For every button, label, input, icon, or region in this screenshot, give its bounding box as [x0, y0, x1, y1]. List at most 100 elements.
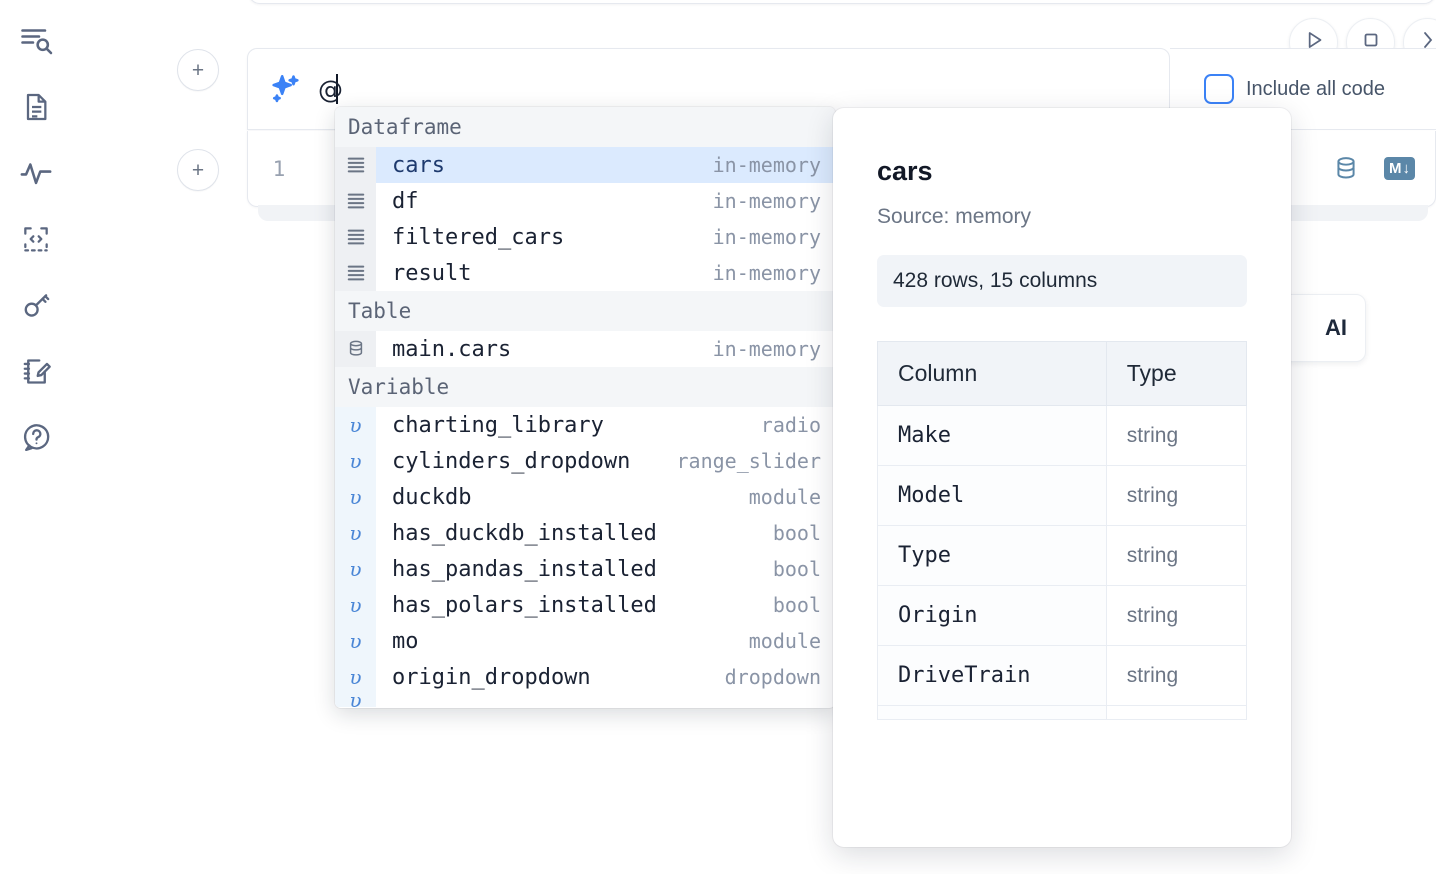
include-all-code-checkbox[interactable]	[1204, 74, 1234, 104]
autocomplete-item-name: mo	[392, 628, 419, 654]
schema-column-type: string	[1105, 465, 1248, 526]
schema-column-type: string	[1105, 585, 1248, 646]
autocomplete-item-name: cylinders_dropdown	[392, 448, 631, 474]
dataframe-icon	[335, 255, 376, 291]
autocomplete-item-type: bool	[772, 521, 821, 545]
document-icon	[20, 91, 52, 123]
schema-column-type: string	[1105, 525, 1248, 586]
sparkle-icon	[268, 72, 302, 106]
autocomplete-item-name: has_duckdb_installed	[392, 520, 657, 546]
autocomplete-item-type: range_slider	[676, 449, 822, 473]
schema-column-name: Make	[877, 405, 1107, 466]
more-icon	[1416, 28, 1436, 57]
autocomplete-item-type: in-memory	[712, 153, 821, 177]
variable-icon: υ	[335, 587, 376, 623]
autocomplete-item-type: module	[748, 485, 821, 509]
autocomplete-item[interactable]: υ cylinders_dropdown range_slider	[335, 443, 835, 479]
autocomplete-item-name: filtered_cars	[392, 224, 565, 250]
sidebar-item-code-snippet[interactable]	[13, 216, 59, 262]
autocomplete-item-type: bool	[772, 557, 821, 581]
schema-column-name: Model	[877, 465, 1107, 526]
include-all-code-label: Include all code	[1246, 77, 1385, 100]
autocomplete-section-header: Dataframe	[335, 107, 835, 147]
plus-icon: +	[191, 158, 205, 182]
add-cell-below-button[interactable]: +	[177, 149, 219, 191]
variable-icon: υ	[335, 479, 376, 515]
autocomplete-item-type: in-memory	[712, 225, 821, 249]
database-icon[interactable]	[1332, 155, 1360, 183]
schema-column-name: Type	[877, 525, 1107, 586]
autocomplete-item-type: in-memory	[712, 189, 821, 213]
autocomplete-item[interactable]: filtered_cars in-memory	[335, 219, 835, 255]
variable-icon: υ	[335, 695, 376, 707]
left-sidebar-rail	[0, 0, 72, 874]
schema-column-name: Origin	[877, 585, 1107, 646]
sidebar-item-activity[interactable]	[13, 150, 59, 196]
autocomplete-item-name: duckdb	[392, 484, 472, 510]
variable-icon: υ	[335, 407, 376, 443]
column-header-column: Column	[877, 341, 1107, 406]
code-cell-tools: M↓	[1332, 155, 1415, 183]
variable-icon: υ	[335, 443, 376, 479]
autocomplete-item-type: radio	[760, 413, 821, 437]
sidebar-item-explore-outline[interactable]	[13, 18, 59, 64]
autocomplete-item[interactable]: υ has_duckdb_installed bool	[335, 515, 835, 551]
completion-documentation-panel: cars Source: memory 428 rows, 15 columns…	[833, 108, 1291, 847]
autocomplete-item-type: bool	[772, 593, 821, 617]
variable-icon: υ	[335, 659, 376, 695]
autocomplete-item[interactable]: main.cars in-memory	[335, 331, 835, 367]
schema-column-type: string	[1105, 405, 1248, 466]
table-icon	[335, 331, 376, 367]
markdown-icon[interactable]: M↓	[1384, 157, 1415, 180]
autocomplete-item-name: charting_library	[392, 412, 604, 438]
text-caret	[336, 74, 339, 104]
run-icon	[1301, 27, 1327, 58]
autocomplete-item-partial[interactable]: υ	[335, 695, 835, 707]
stop-icon	[1359, 28, 1383, 57]
scratchpad-edit-icon	[20, 355, 53, 388]
table-row-partial	[877, 705, 1248, 720]
autocomplete-item-name: main.cars	[392, 336, 512, 362]
autocomplete-item[interactable]: result in-memory	[335, 255, 835, 291]
key-icon	[20, 289, 53, 322]
autocomplete-item[interactable]: υ charting_library radio	[335, 407, 835, 443]
autocomplete-item-type: in-memory	[712, 261, 821, 285]
autocomplete-item-name: result	[392, 260, 472, 286]
variable-icon: υ	[335, 515, 376, 551]
sidebar-item-help[interactable]	[13, 414, 59, 460]
ai-prompt-value: @	[318, 74, 344, 104]
autocomplete-section-header: Table	[335, 291, 835, 331]
add-cell-above-button[interactable]: +	[177, 49, 219, 91]
ai-prompt-input[interactable]: @	[302, 49, 1169, 129]
dataframe-icon	[335, 147, 376, 183]
dataframe-icon	[335, 183, 376, 219]
code-snippet-icon	[20, 223, 52, 255]
dataframe-icon	[335, 219, 376, 255]
autocomplete-item-type: module	[748, 629, 821, 653]
activity-icon	[19, 156, 53, 190]
sidebar-item-scratchpad[interactable]	[13, 348, 59, 394]
sidebar-item-document[interactable]	[13, 84, 59, 130]
autocomplete-section-header: Variable	[335, 367, 835, 407]
autocomplete-item-type: in-memory	[712, 337, 821, 361]
doc-source: Source: memory	[877, 205, 1032, 228]
plus-icon: +	[191, 58, 205, 82]
autocomplete-item-name: origin_dropdown	[392, 664, 591, 690]
sidebar-item-key[interactable]	[13, 282, 59, 328]
variable-icon: υ	[335, 551, 376, 587]
schema-column-type: string	[1105, 645, 1248, 706]
